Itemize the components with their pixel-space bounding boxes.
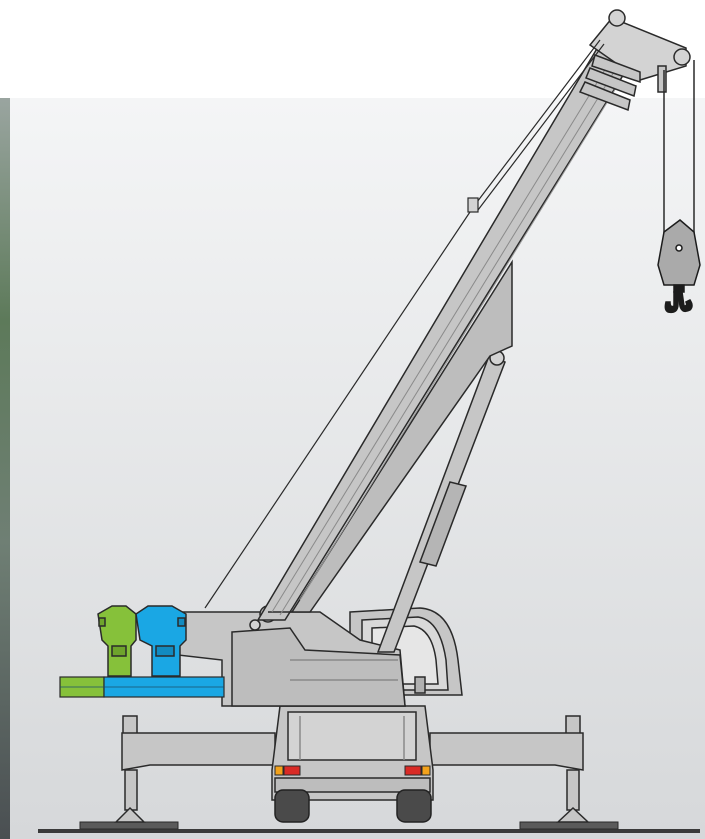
counterweight-green-icon bbox=[97, 605, 137, 677]
counterweight-blue-icon bbox=[135, 605, 187, 677]
outrigger-beam-left bbox=[121, 732, 276, 771]
tail-lights-right bbox=[404, 765, 431, 776]
hoist-ropes bbox=[663, 60, 695, 235]
wheel-right bbox=[396, 789, 432, 823]
ground-line bbox=[38, 829, 700, 833]
boom-head bbox=[578, 9, 691, 112]
outrigger-jack-left bbox=[114, 715, 146, 823]
counterweight-slab bbox=[59, 676, 225, 698]
guy-line bbox=[204, 39, 605, 609]
crane-hook-icon bbox=[657, 219, 701, 314]
carrier-chassis bbox=[271, 705, 434, 801]
main-boom bbox=[256, 28, 642, 621]
tail-lights-left bbox=[274, 765, 301, 776]
photo-strip-left bbox=[0, 98, 10, 839]
outrigger-beam-right bbox=[429, 732, 584, 771]
outrigger-pad-left bbox=[79, 821, 179, 830]
wheel-left bbox=[274, 789, 310, 823]
superstructure bbox=[177, 605, 406, 707]
outrigger-pad-right bbox=[519, 821, 619, 830]
